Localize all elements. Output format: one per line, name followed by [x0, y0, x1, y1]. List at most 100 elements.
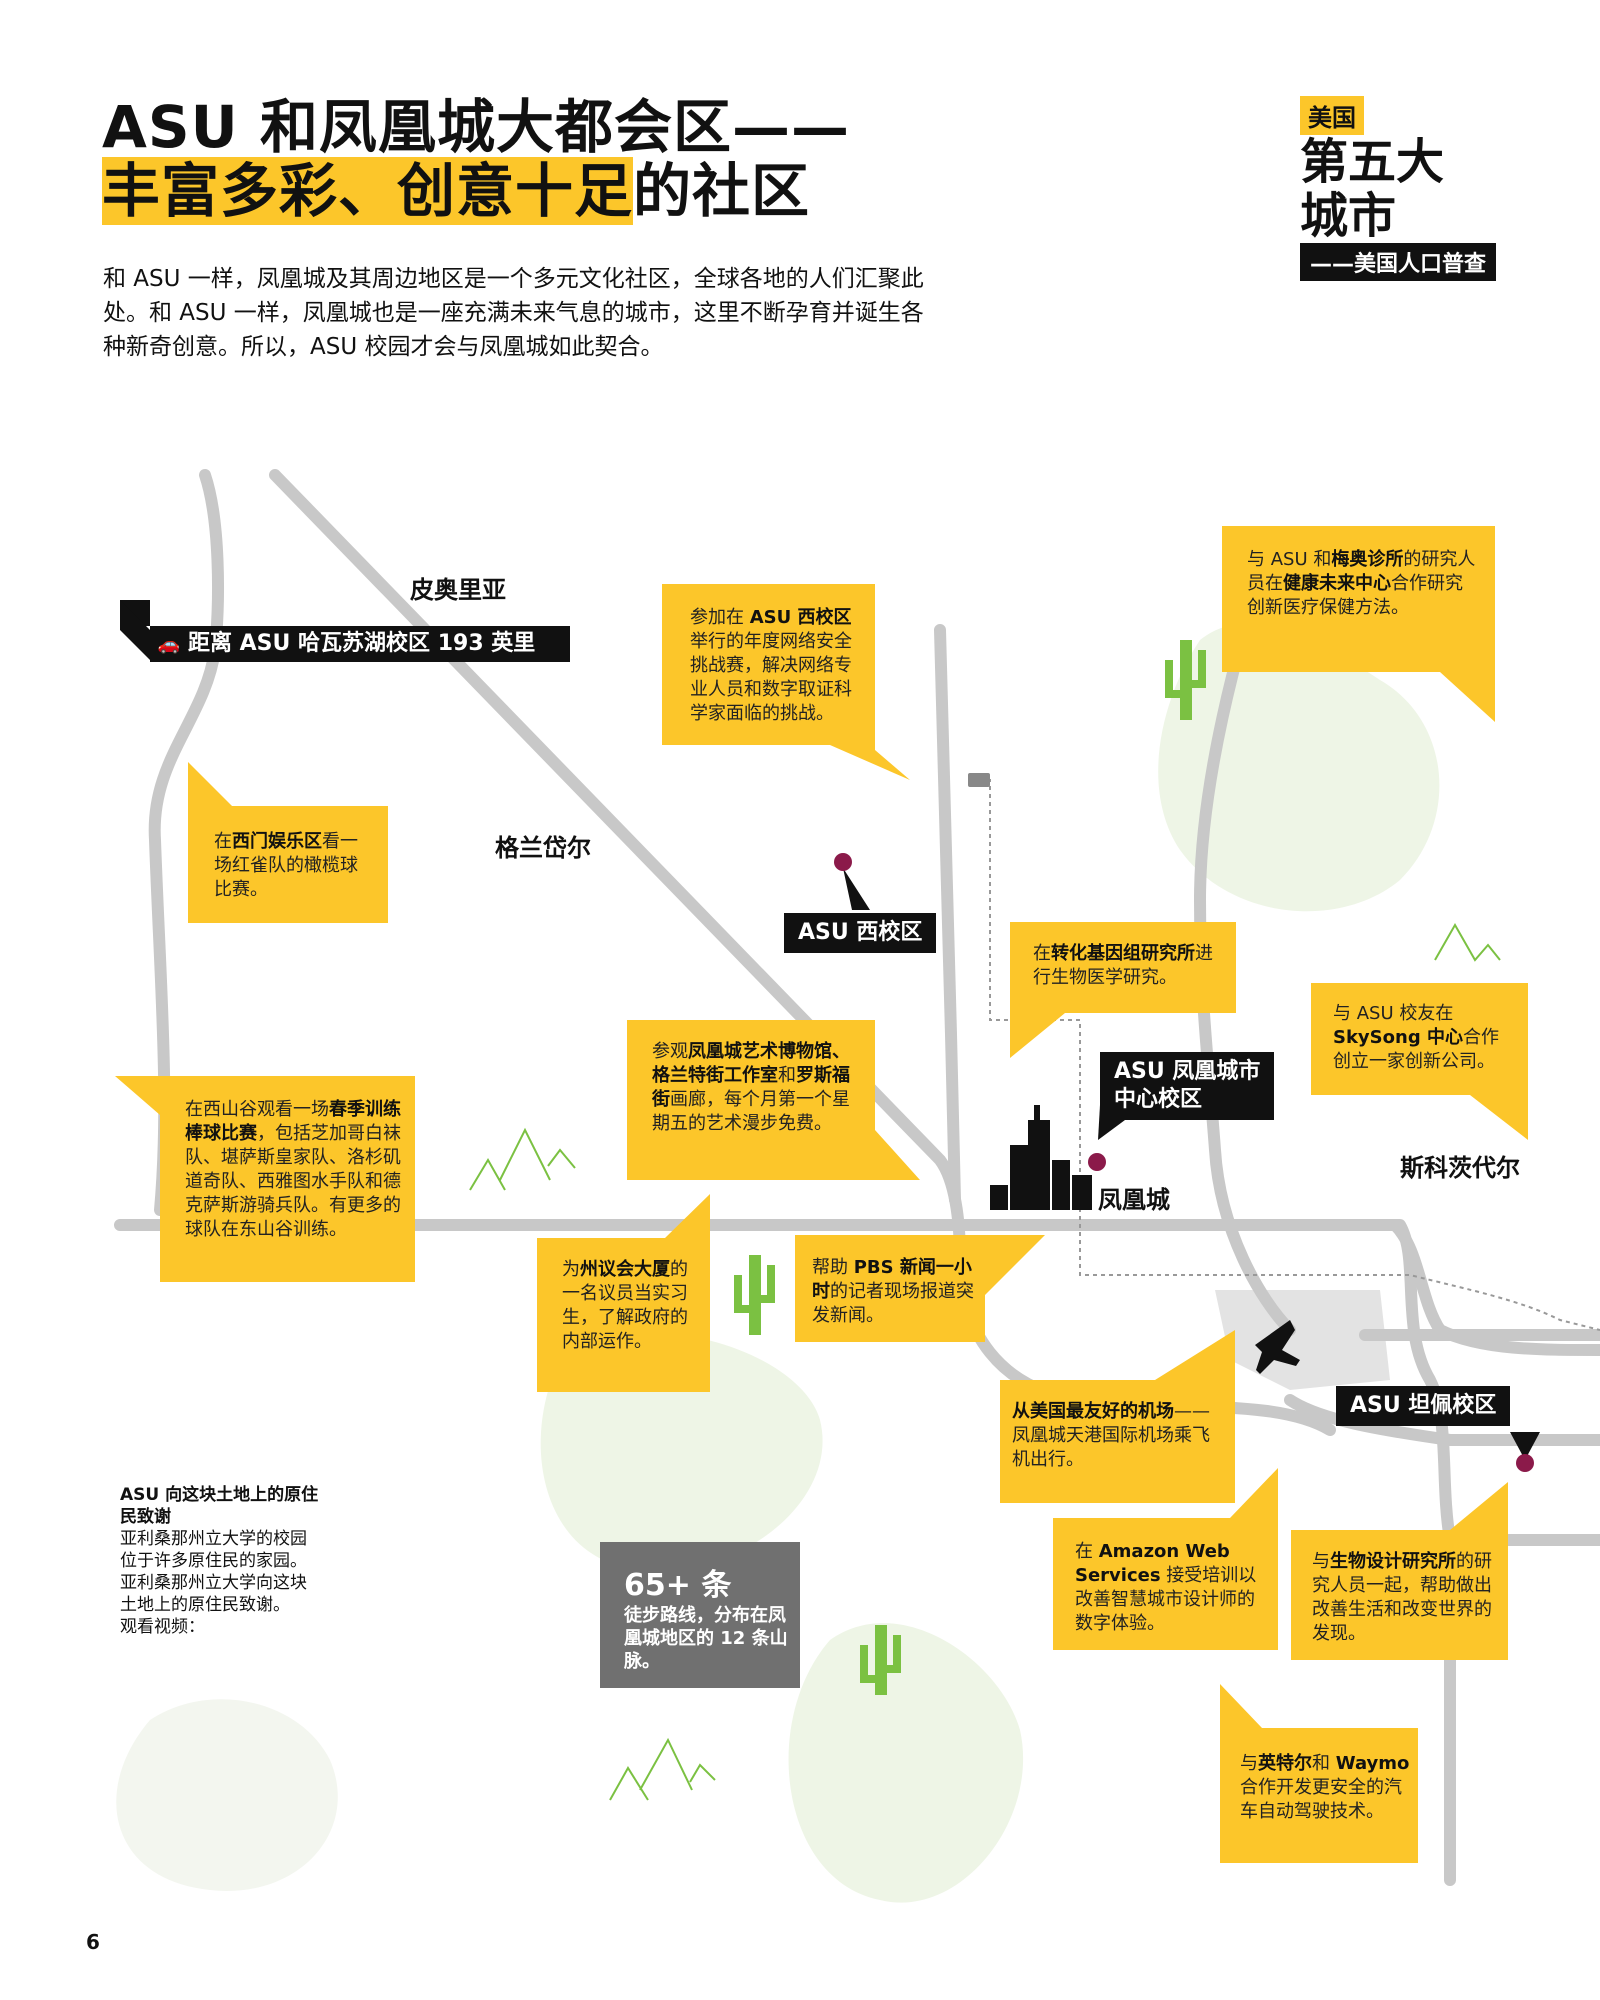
pointer-tempe: [1510, 1432, 1540, 1460]
callout-text: SkySong 中心: [1333, 1027, 1463, 1048]
callout-text: 为: [562, 1259, 580, 1280]
callout-art: 参观凤凰城艺术博物馆、格兰特街工作室和罗斯福街画廊，每个月第一个星期五的艺术漫步…: [652, 1040, 864, 1136]
callout-text: 接受培训以改善智慧城市设计师的数字体验。: [1075, 1565, 1257, 1634]
callout-text: 帮助: [812, 1257, 854, 1278]
title-highlight: 丰富多彩、创意十足: [102, 157, 634, 225]
callout-text: 合作开发更安全的汽车自动驾驶技术。: [1240, 1777, 1402, 1822]
callout-bg-airport: [1000, 1330, 1235, 1503]
page-title-line1: ASU 和凤凰城大都会区——: [102, 93, 850, 161]
callout-bg-skysong: [1311, 983, 1528, 1140]
callout-biodesign: 与生物设计研究所的研究人员一起，帮助做出改善生活和改变世界的发现。: [1312, 1550, 1502, 1646]
land-ack-video-link[interactable]: 观看视频：: [120, 1617, 205, 1637]
place-glendale: 格兰岱尔: [495, 834, 591, 862]
callout-text: 在: [1033, 943, 1051, 964]
cactus-icon-center: [734, 1255, 775, 1335]
cactus-icon-south: [860, 1625, 901, 1695]
marker-downtown-campus: [1088, 1153, 1106, 1171]
campus-label-west[interactable]: ASU 西校区: [784, 913, 937, 953]
land-acknowledgement: ASU 向这块土地上的原住民致谢 亚利桑那州立大学的校园位于许多原住民的家园。亚…: [120, 1484, 320, 1638]
desert-area-center: [540, 1333, 823, 1571]
callout-cyber: 参加在 ASU 西校区举行的年度网络安全挑战赛，解决网络专业人员和数字取证科学家…: [690, 606, 860, 726]
place-phoenix: 凤凰城: [1098, 1186, 1170, 1214]
pointer-west: [843, 868, 870, 910]
callout-text: Waymo: [1335, 1753, 1410, 1774]
callout-text: 健康未来中心: [1283, 573, 1391, 594]
callout-text: 画廊，每个月第一个星期五的艺术漫步免费。: [652, 1089, 850, 1134]
callout-text: Amazon Web Services: [1075, 1541, 1230, 1586]
callout-capitol: 为州议会大厦的一名议员当实习生，了解政府的内部运作。: [562, 1258, 690, 1354]
marker-west-campus: [834, 853, 852, 871]
callout-text: —— 凤凰城天港国际机场乘飞机出行。: [1012, 1401, 1210, 1470]
callout-text: 在: [214, 831, 232, 852]
callout-bg-capitol: [537, 1194, 710, 1392]
callout-text: 参观: [652, 1041, 688, 1062]
trails-text: 徒步路线，分布在凤凰城地区的 12 条山脉。: [624, 1605, 788, 1672]
callout-text: 梅奥诊所: [1331, 549, 1404, 570]
road-us60-diagonal: [269, 469, 1336, 1436]
campus-label-tempe[interactable]: ASU 坦佩校区: [1336, 1386, 1511, 1426]
airplane-icon: [1255, 1320, 1300, 1374]
census-big-line2: 城市: [1300, 188, 1397, 244]
road-101-loop: [934, 624, 961, 1206]
census-tag: 美国: [1300, 96, 1364, 135]
car-icon: 🚗: [157, 634, 181, 655]
callout-text: 凤凰城艺术博物馆、格兰特街工作室: [652, 1041, 850, 1086]
marker-tempe-campus: [1516, 1454, 1534, 1472]
callout-pbs: 帮助 PBS 新闻一小时的记者现场报道突发新闻。: [812, 1256, 977, 1328]
callout-text: 罗斯福街: [652, 1065, 850, 1110]
callout-bg-tgen: [1010, 922, 1236, 1058]
callout-intel: 与英特尔和 Waymo 合作开发更安全的汽车自动驾驶技术。: [1240, 1752, 1410, 1824]
campus-label-downtown[interactable]: ASU 凤凰城市 中心校区: [1100, 1052, 1275, 1120]
callout-text: 的记者现场报道突发新闻。: [812, 1281, 974, 1326]
callout-text: 在西山谷观看一场: [185, 1099, 329, 1120]
callout-bg-intel: [1220, 1684, 1418, 1863]
page-title-line2: 丰富多彩、创意十足的社区: [102, 157, 810, 225]
callout-text: 西门娱乐区: [232, 831, 322, 852]
place-peoria: 皮奥里亚: [410, 576, 506, 604]
callout-bg-mayo: [1222, 526, 1495, 722]
callout-text: 的一名议员当实习生，了解政府的内部运作。: [562, 1259, 688, 1352]
callout-text: PBS 新闻一小时: [812, 1257, 972, 1302]
callout-bg-aws: [1053, 1468, 1278, 1650]
callout-text: 参加在: [690, 607, 750, 628]
callout-text: 英特尔: [1258, 1753, 1312, 1774]
stadium-icon: [968, 773, 990, 787]
desert-area-sw: [116, 1699, 338, 1891]
callout-bg-art: [627, 1020, 920, 1180]
callout-text: 和: [1312, 1753, 1336, 1774]
callout-spring-training: 在西山谷观看一场春季训练棒球比赛，包括芝加哥白袜队、堪萨斯皇家队、洛杉矶道奇队、…: [185, 1098, 403, 1242]
intro-paragraph: 和 ASU 一样，凤凰城及其周边地区是一个多元文化社区，全球各地的人们汇聚此处。…: [103, 266, 924, 360]
callout-westgate: 在西门娱乐区看一场红雀队的橄榄球比赛。: [214, 830, 374, 902]
land-ack-body: 亚利桑那州立大学的校园位于许多原住民的家园。亚利桑那州立大学向这块土地上的原住民…: [120, 1529, 307, 1615]
callout-text: 的研究人员在: [1247, 549, 1476, 594]
campus-downtown-line1: ASU 凤凰城市: [1114, 1059, 1261, 1084]
callout-text: 转化基因组研究所: [1051, 943, 1195, 964]
callout-bg-biodesign: [1291, 1482, 1508, 1660]
mountain-icon-2: [1434, 922, 1501, 962]
distance-label: 🚗距离 ASU 哈瓦苏湖校区 193 英里: [150, 626, 570, 662]
callout-skysong: 与 ASU 校友在 SkySong 中心合作创立一家创新公司。: [1333, 1002, 1515, 1074]
callout-text: 与: [1240, 1753, 1258, 1774]
callout-bg-cyber: [662, 584, 910, 780]
callout-airport: 从美国最友好的机场—— 凤凰城天港国际机场乘飞机出行。: [1012, 1400, 1222, 1472]
callout-text: 在: [1075, 1541, 1099, 1562]
mountain-icon-1: [469, 1127, 576, 1191]
callout-tgen: 在转化基因组研究所进行生物医学研究。: [1033, 942, 1223, 990]
callout-text: ，包括芝加哥白袜队、堪萨斯皇家队、洛杉矶道奇队、西雅图水手队和德克萨斯游骑兵队。…: [185, 1123, 401, 1240]
callout-text: 生物设计研究所: [1330, 1551, 1456, 1572]
census-source: ——美国人口普查: [1300, 243, 1497, 281]
callout-text: 与 ASU 校友在: [1333, 1003, 1454, 1024]
callout-bg-pbs: [795, 1235, 1045, 1342]
callout-text: 举行的年度网络安全挑战赛，解决网络专业人员和数字取证科学家面临的挑战。: [690, 631, 852, 724]
census-big-line1: 第五大: [1300, 134, 1445, 190]
callout-text: ASU 西校区: [749, 607, 852, 628]
callout-mayo: 与 ASU 和梅奥诊所的研究人员在健康未来中心合作研究创新医疗保健方法。: [1247, 548, 1477, 620]
cactus-icon-ne: [1165, 640, 1206, 720]
callout-aws: 在 Amazon Web Services 接受培训以改善智慧城市设计师的数字体…: [1075, 1540, 1270, 1636]
campus-downtown-line2: 中心校区: [1114, 1087, 1203, 1112]
trails-number: 65+ 条: [624, 1568, 732, 1603]
place-scottsdale: 斯科茨代尔: [1400, 1154, 1520, 1182]
desert-area-south: [788, 1623, 1024, 1903]
road-i17: [148, 469, 224, 1216]
